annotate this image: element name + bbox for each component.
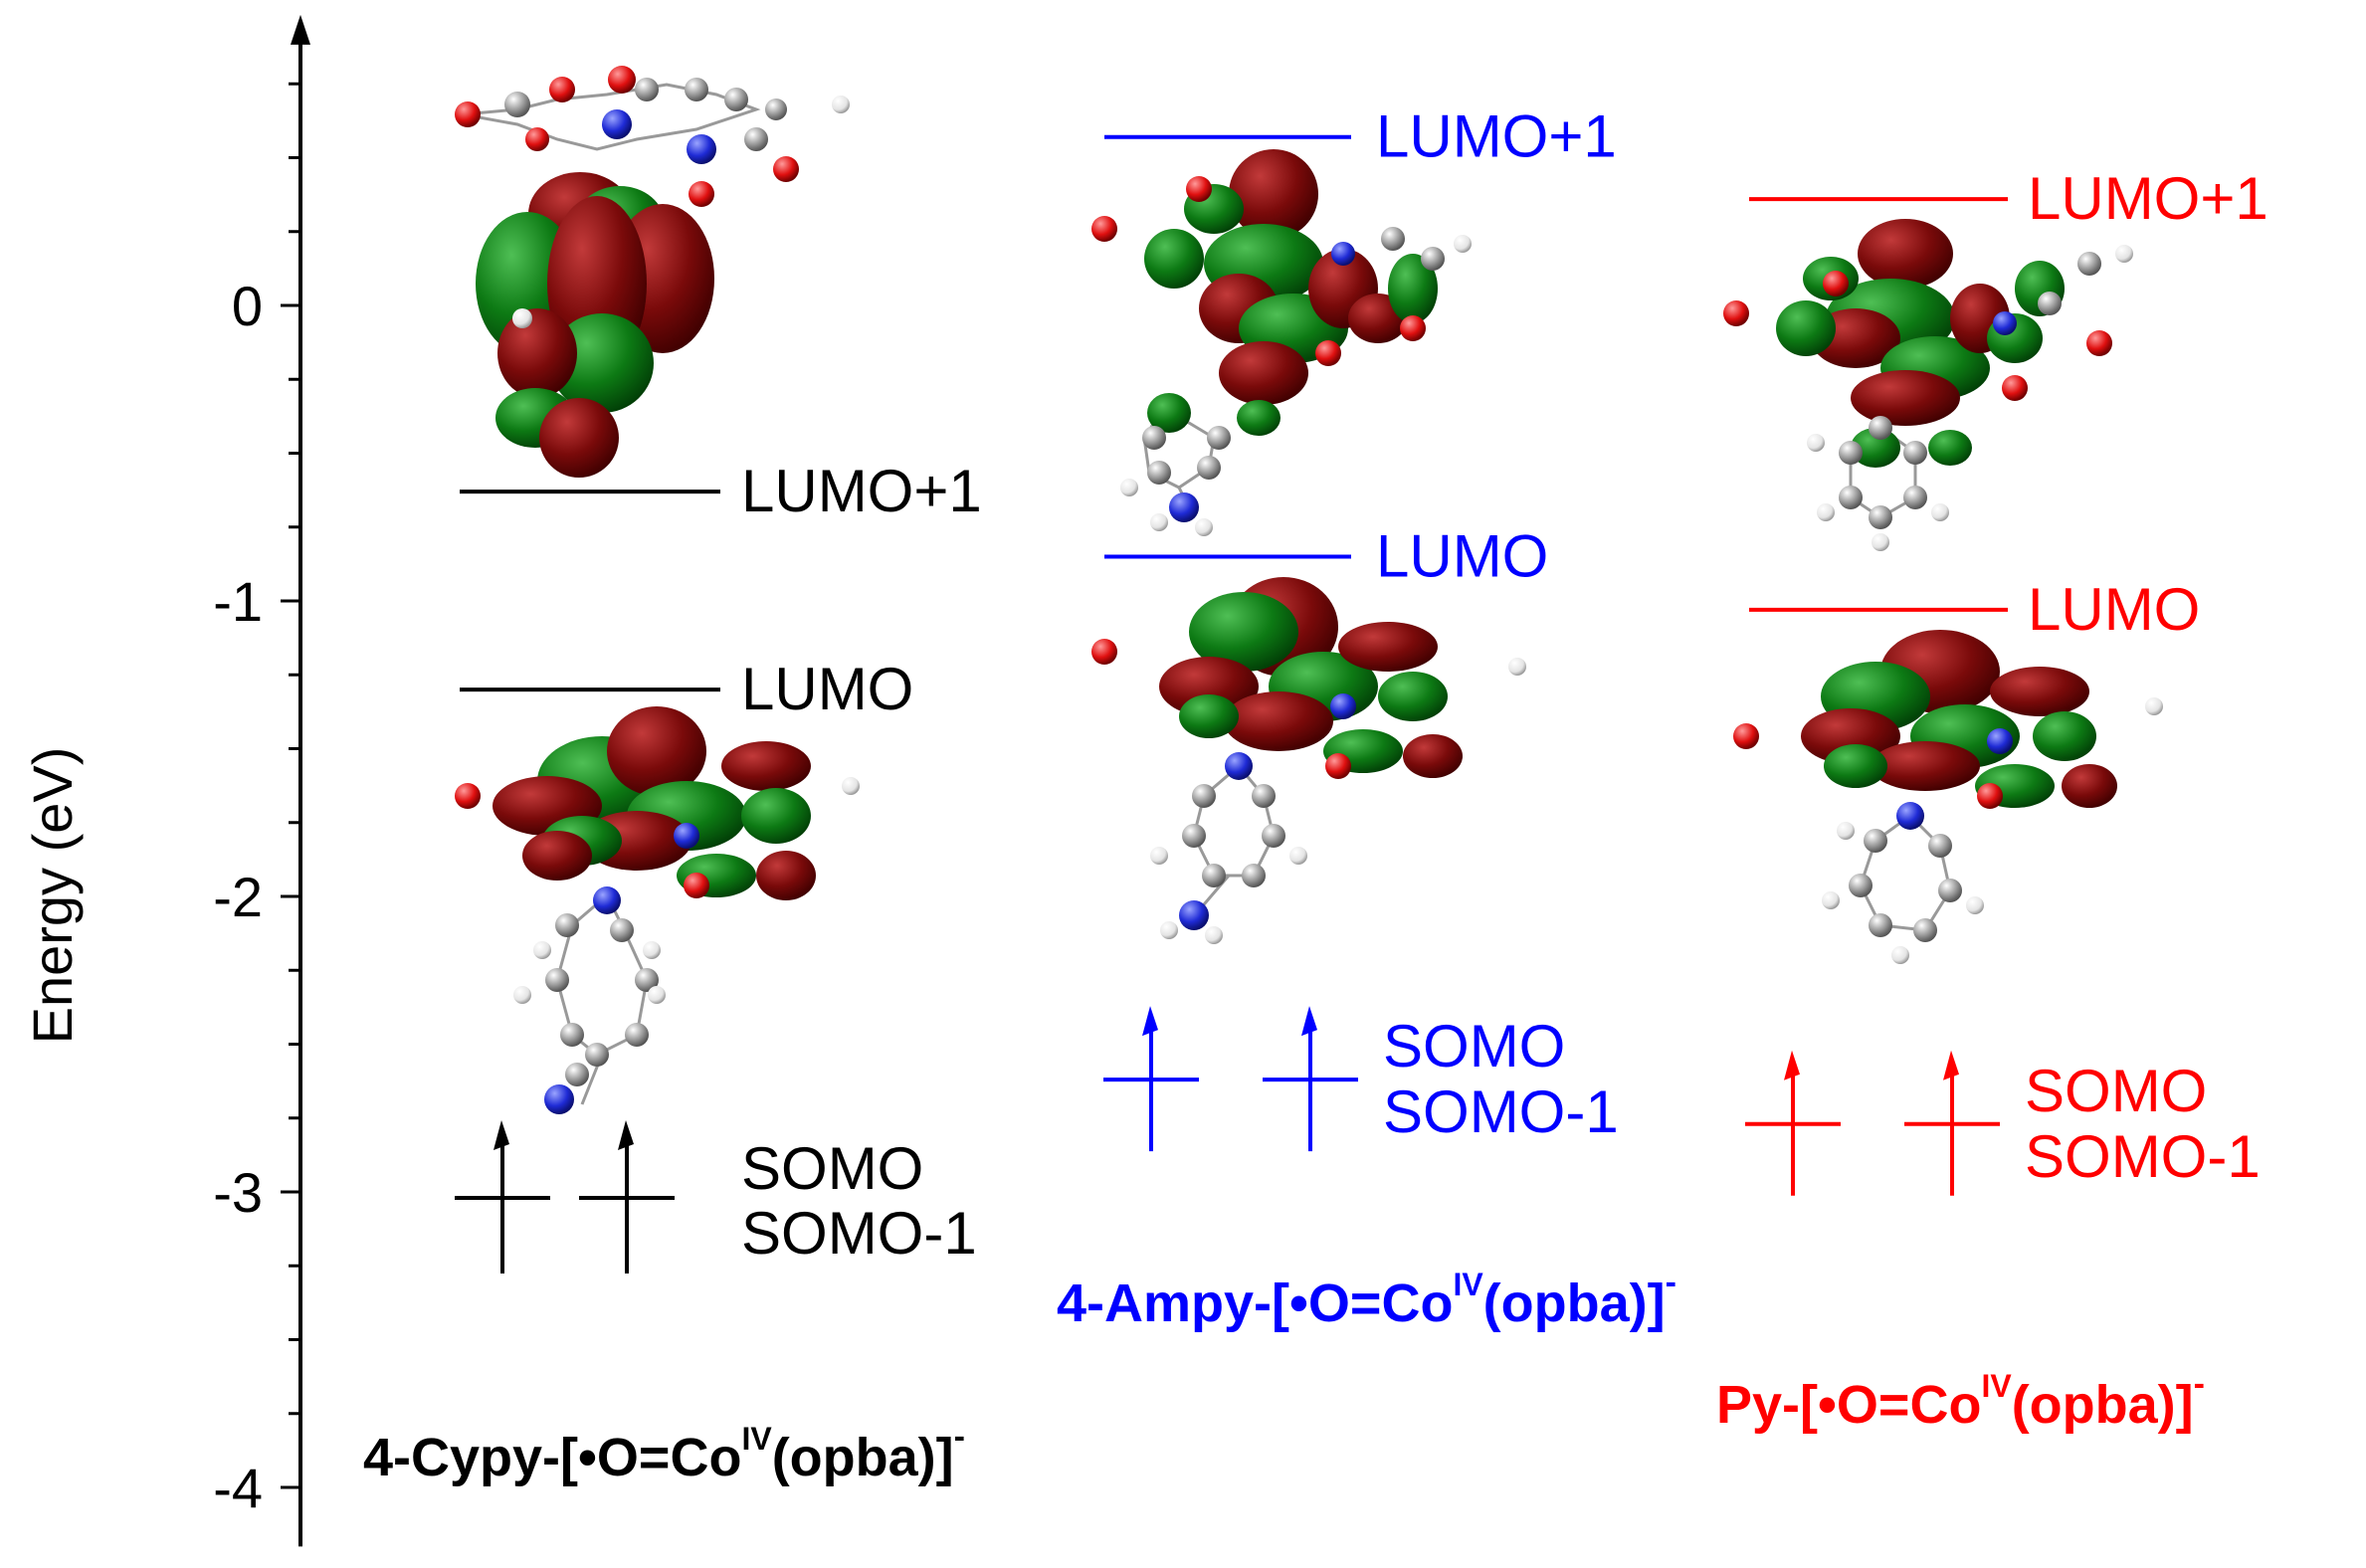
compound-2-name: 4-Ampy-[•O=CoIV(opba)]- bbox=[1057, 1264, 1676, 1333]
compound-2-spin-label: SOMO-1 bbox=[1383, 1078, 1619, 1145]
compound-1-level-label: LUMO+1 bbox=[741, 458, 982, 524]
compound-1-spin-arrow-1 bbox=[455, 1119, 550, 1274]
compound-1-level-label: LUMO bbox=[741, 656, 913, 722]
compound-3-name: Py-[•O=CoIV(opba)]- bbox=[1716, 1365, 2205, 1435]
compound-3-level-label: LUMO bbox=[2028, 576, 2200, 643]
compound-1-name: 4-Cypy-[•O=CoIV(opba)]- bbox=[363, 1418, 965, 1487]
y-tick-label: -1 bbox=[213, 570, 263, 633]
y-tick-label: -3 bbox=[213, 1161, 263, 1224]
compound-1-spin-arrow-2 bbox=[579, 1119, 675, 1274]
spin-arrow-head bbox=[1943, 1050, 1959, 1080]
y-tick-label: 0 bbox=[232, 275, 263, 337]
compound-2-spin-arrow-1 bbox=[1103, 1006, 1199, 1152]
compound-2-spin-label: SOMO bbox=[1383, 1013, 1565, 1079]
compound-3-spin-label: SOMO-1 bbox=[2025, 1123, 2261, 1190]
spin-arrow-head bbox=[618, 1119, 634, 1150]
compound-2-spin-arrow-2 bbox=[1263, 1006, 1358, 1152]
molecule-2-lumo-orbital-image bbox=[1091, 577, 1526, 944]
y-axis-arrow-head bbox=[291, 14, 310, 45]
molecule-2-lumo1-orbital-image bbox=[1091, 149, 1472, 536]
compound-1-spin-label: SOMO bbox=[741, 1135, 923, 1202]
compound-3-spin-label: SOMO bbox=[2025, 1058, 2207, 1124]
energy-levels: LUMO+1LUMOSOMOSOMO-1LUMO+1LUMOSOMOSOMO-1… bbox=[455, 103, 2268, 1274]
molecule-1-lumo-orbital-image bbox=[455, 706, 860, 1114]
spin-arrow-head bbox=[1784, 1050, 1800, 1080]
spin-arrow-head bbox=[493, 1119, 509, 1150]
y-axis: 0 -1 -2 -3 -4 bbox=[213, 14, 310, 1547]
molecule-3-lumo1-orbital-image bbox=[1723, 219, 2133, 551]
compound-3-level-label: LUMO+1 bbox=[2028, 165, 2268, 232]
y-axis-label: Energy (eV) bbox=[21, 747, 84, 1045]
compound-2-level-label: LUMO bbox=[1376, 522, 1548, 589]
compound-3-spin-arrow-1 bbox=[1745, 1050, 1841, 1196]
molecule-3-lumo-orbital-image bbox=[1733, 630, 2163, 964]
spin-arrow-head bbox=[1301, 1006, 1317, 1037]
compound-3-spin-arrow-2 bbox=[1904, 1050, 2000, 1196]
compound-1-spin-label: SOMO-1 bbox=[741, 1200, 977, 1267]
spin-arrow-head bbox=[1142, 1006, 1158, 1037]
molecule-1-lumo1-orbital-image bbox=[455, 66, 850, 478]
y-tick-label: -4 bbox=[213, 1457, 263, 1519]
y-tick-label: -2 bbox=[213, 866, 263, 928]
compound-2-level-label: LUMO+1 bbox=[1376, 103, 1617, 170]
